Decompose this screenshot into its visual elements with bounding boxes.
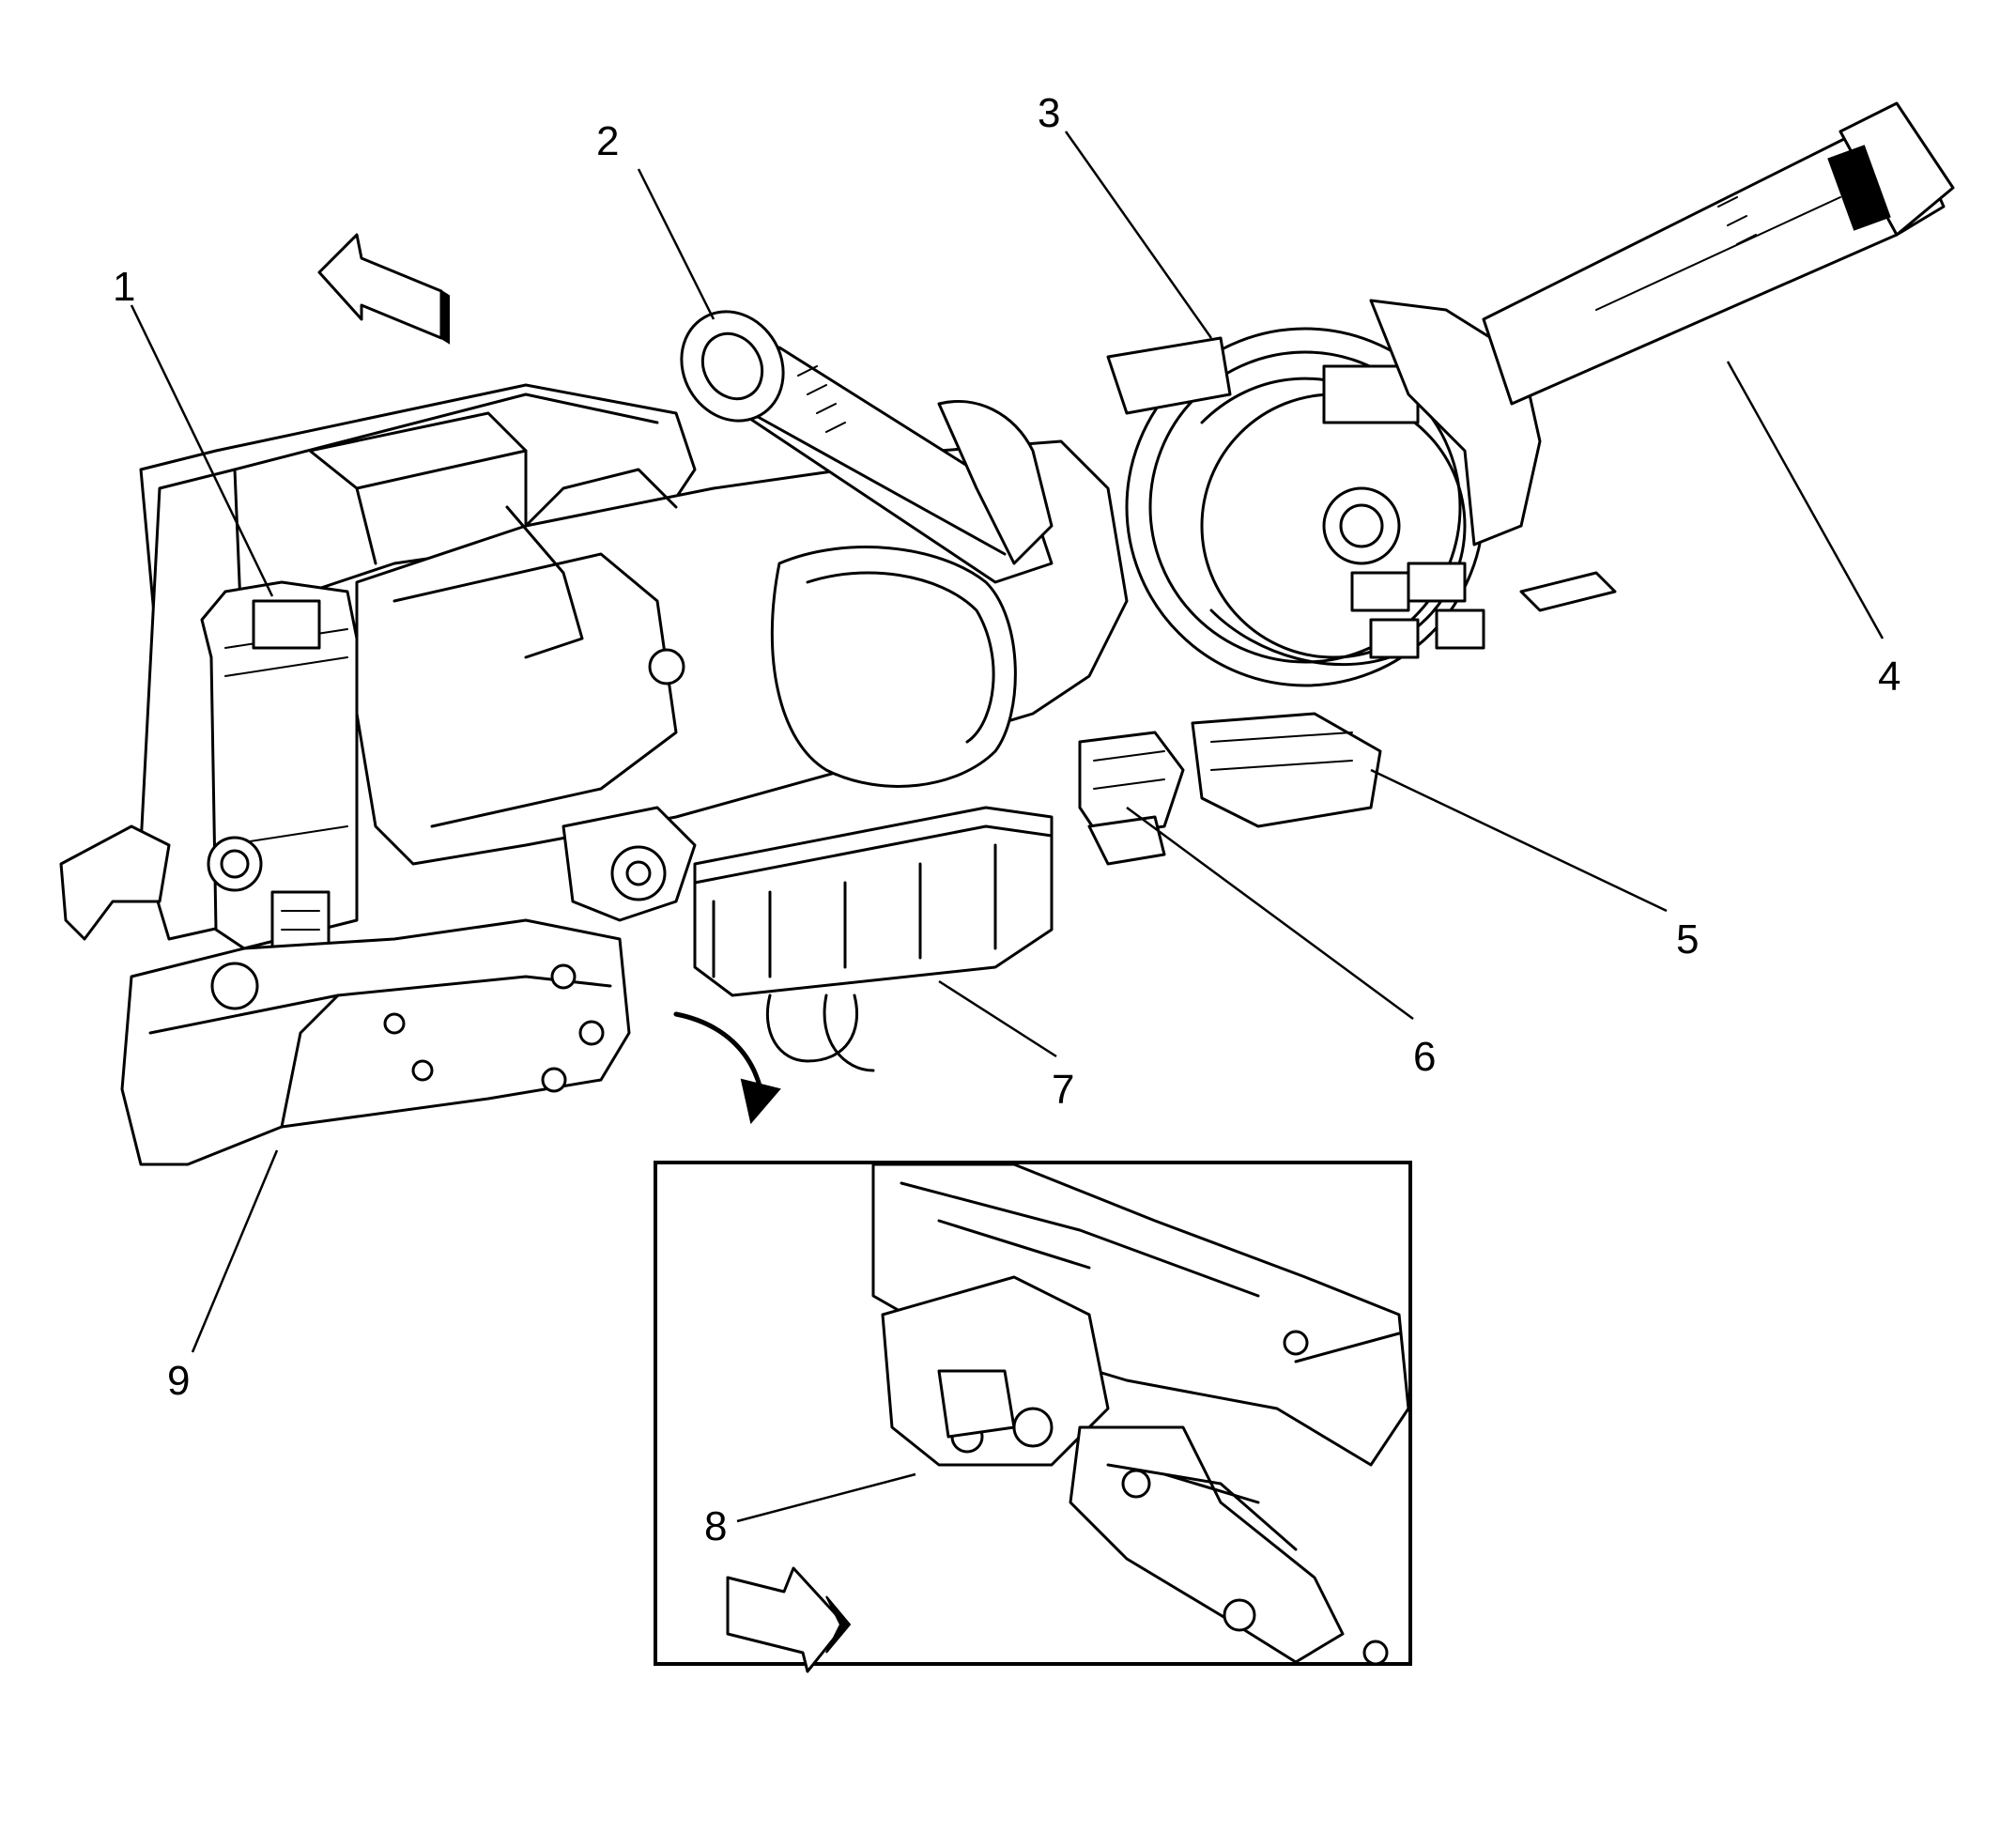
callout-6: 6 [1413, 1034, 1436, 1080]
callout-9: 9 [167, 1358, 190, 1404]
rotation-arrow-icon [673, 1011, 781, 1125]
leader-4 [1726, 361, 1885, 639]
direction-arrow-icon [317, 233, 450, 345]
callout-5: 5 [1676, 916, 1699, 962]
leader-2 [637, 168, 715, 320]
direction-arrow-icon [726, 1566, 852, 1673]
inset-column-detail [871, 1163, 1410, 1666]
leader-1 [130, 304, 274, 597]
leader-7 [938, 979, 1057, 1058]
callout-3: 3 [1038, 90, 1060, 136]
callout-7: 7 [1052, 1067, 1074, 1113]
leader-lines [130, 131, 1885, 1523]
leader-3 [1064, 131, 1213, 339]
leader-9 [191, 1149, 279, 1353]
leader-5 [1370, 768, 1668, 913]
callout-8: 8 [704, 1503, 727, 1549]
inset-detail-view [654, 1161, 1412, 1673]
callout-1: 1 [113, 264, 135, 310]
leader-8 [736, 1472, 916, 1523]
steering-column-assembly [59, 101, 1955, 1166]
leader-6 [1126, 806, 1414, 1021]
callout-labels: 1 2 3 4 5 6 7 8 9 [113, 90, 1900, 1549]
callout-2: 2 [596, 118, 619, 164]
callout-4: 4 [1878, 654, 1900, 700]
